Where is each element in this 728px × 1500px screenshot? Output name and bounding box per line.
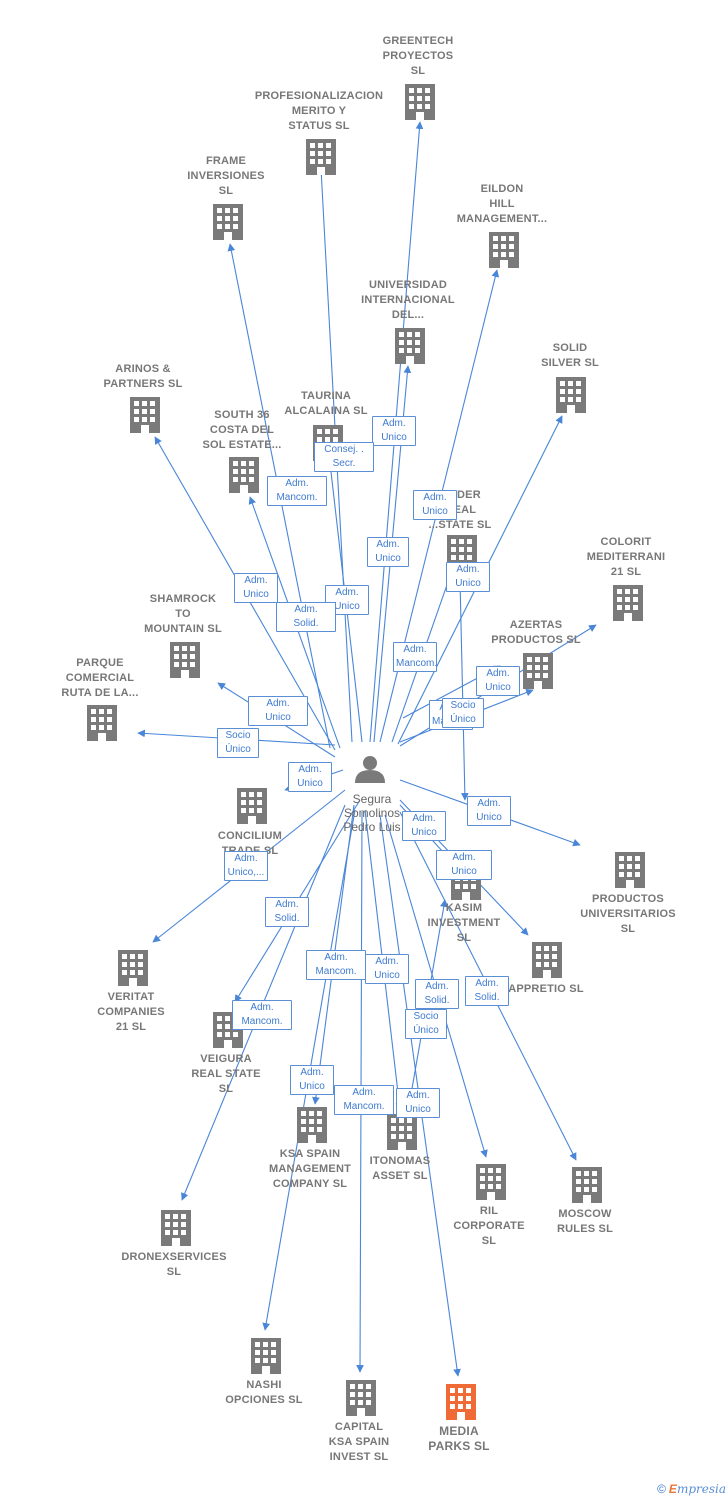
company-label-greentech[interactable]: GREENTECH PROYECTOS SL: [382, 35, 454, 77]
company-label-solid-silver[interactable]: SOLID SILVER SL: [541, 342, 599, 369]
company-building-icon[interactable]: [297, 1107, 327, 1143]
buildings: [87, 84, 645, 1420]
company-building-icon[interactable]: [532, 942, 562, 978]
company-building-icon[interactable]: [615, 852, 645, 888]
company-label-ril[interactable]: RIL CORPORATE SL: [453, 1205, 525, 1247]
role-badge: Adm. Solid.: [415, 979, 459, 1009]
company-label-colorit[interactable]: COLORIT MEDITERRANI 21 SL: [586, 536, 666, 578]
company-building-icon[interactable]: [130, 397, 160, 433]
company-label-kasim[interactable]: KASIM INVESTMENT SL: [427, 902, 501, 944]
company-building-icon[interactable]: [306, 139, 336, 175]
company-label-frame[interactable]: FRAME INVERSIONES SL: [187, 155, 265, 197]
role-badge: Adm. Solid.: [276, 602, 336, 632]
role-badge: Adm. Unico: [402, 811, 446, 841]
company-building-icon[interactable]: [523, 653, 553, 689]
company-building-icon[interactable]: [170, 642, 200, 678]
company-label-veritat[interactable]: VERITAT COMPANIES 21 SL: [97, 991, 165, 1033]
role-badge: Adm. Unico: [446, 562, 490, 592]
role-badge: Consej. . Secr.: [314, 442, 374, 472]
company-label-eildon[interactable]: EILDON HILL MANAGEMENT...: [456, 183, 548, 225]
role-badge: Adm. Unico: [365, 954, 409, 984]
copyright-symbol: ©: [657, 1482, 666, 1496]
role-badge: Adm. Solid.: [265, 897, 309, 927]
role-badge: Adm. Unico: [248, 696, 308, 726]
company-label-veigura[interactable]: VEIGURA REAL STATE SL: [191, 1053, 261, 1095]
company-label-capital-ksa[interactable]: CAPITAL KSA SPAIN INVEST SL: [328, 1421, 390, 1463]
role-badge: Adm. Unico: [367, 537, 409, 567]
company-label-nashi[interactable]: NASHI OPCIONES SL: [225, 1379, 303, 1406]
footer: ©Empresia: [657, 1482, 726, 1496]
role-badge: Adm. Unico: [467, 796, 511, 826]
company-label-azertas[interactable]: AZERTAS PRODUCTOS SL: [491, 619, 581, 646]
role-badge: Adm. Unico,...: [224, 851, 268, 881]
company-label-moscow[interactable]: MOSCOW RULES SL: [557, 1208, 613, 1235]
company-label-media-parks[interactable]: MEDIA PARKS SL: [428, 1424, 490, 1453]
role-badge: Adm. Unico: [290, 1065, 334, 1095]
role-badge: Adm. Unico: [476, 666, 520, 696]
company-building-icon[interactable]: [346, 1380, 376, 1416]
company-building-icon[interactable]: [118, 950, 148, 986]
role-badge: Adm. Unico: [436, 850, 492, 880]
role-badge: Adm. Solid.: [465, 976, 509, 1006]
company-label-taurina[interactable]: TAURINA ALCALAINA SL: [284, 390, 368, 417]
company-label-arinos[interactable]: ARINOS & PARTNERS SL: [103, 363, 183, 390]
company-building-icon[interactable]: [405, 84, 435, 120]
company-label-dronex[interactable]: DRONEXSERVICES SL: [121, 1251, 227, 1278]
company-label-south36[interactable]: SOUTH 36 COSTA DEL SOL ESTATE...: [202, 409, 282, 451]
role-badge: Socio Único: [442, 698, 484, 728]
brand-initial: E: [668, 1482, 677, 1496]
company-building-icon[interactable]: [446, 1384, 476, 1420]
role-badge: Adm. Mancom.: [393, 642, 437, 672]
company-label-appretio[interactable]: APPRETIO SL: [508, 983, 584, 995]
company-label-fender[interactable]: ...NDER ...EAL ...STATE SL: [428, 489, 492, 531]
center-person-name[interactable]: Segura Somolinos Pedro Luis: [343, 792, 401, 834]
role-badge: Socio Único: [217, 728, 259, 758]
company-building-icon[interactable]: [161, 1210, 191, 1246]
company-building-icon[interactable]: [572, 1167, 602, 1203]
company-building-icon[interactable]: [556, 377, 586, 413]
company-label-shamrock[interactable]: SHAMROCK TO MOUNTAIN SL: [144, 593, 222, 635]
company-building-icon[interactable]: [613, 585, 643, 621]
edge-arrow: [459, 579, 469, 801]
role-badge: Adm. Mancom.: [306, 950, 366, 980]
company-building-icon[interactable]: [213, 204, 243, 240]
role-badge: Adm. Unico: [288, 762, 332, 792]
role-badge: Adm. Mancom.: [232, 1000, 292, 1030]
company-building-icon[interactable]: [387, 1114, 417, 1150]
role-badge: Adm. Unico: [413, 490, 457, 520]
company-building-icon[interactable]: [87, 705, 117, 741]
company-building-icon[interactable]: [476, 1164, 506, 1200]
company-label-ksa-mgmt[interactable]: KSA SPAIN MANAGEMENT COMPANY SL: [268, 1148, 352, 1190]
company-building-icon[interactable]: [237, 788, 267, 824]
company-building-icon[interactable]: [229, 457, 259, 493]
company-building-icon[interactable]: [251, 1338, 281, 1374]
company-label-parque[interactable]: PARQUE COMERCIAL RUTA DE LA...: [61, 657, 139, 699]
company-building-icon[interactable]: [489, 232, 519, 268]
company-label-itonomas[interactable]: ITONOMAS ASSET SL: [369, 1155, 431, 1182]
company-label-universidad[interactable]: UNIVERSIDAD INTERNACIONAL DEL...: [361, 279, 455, 321]
role-badge: Adm. Mancom.: [334, 1085, 394, 1115]
role-badge: Adm. Unico: [396, 1088, 440, 1118]
company-label-profesionalizacion[interactable]: PROFESIONALIZACION MERITO Y STATUS SL: [254, 90, 384, 132]
company-building-icon[interactable]: [395, 328, 425, 364]
role-badge: Adm. Mancom.: [267, 476, 327, 506]
role-badge: Adm. Unico: [372, 416, 416, 446]
company-label-productos-univ[interactable]: PRODUCTOS UNIVERSITARIOS SL: [580, 893, 676, 935]
role-badge: Socio Único: [405, 1009, 447, 1039]
person-icon: [355, 756, 385, 783]
role-badge: Adm. Unico: [234, 573, 278, 603]
brand-name: mpresia: [676, 1482, 726, 1496]
